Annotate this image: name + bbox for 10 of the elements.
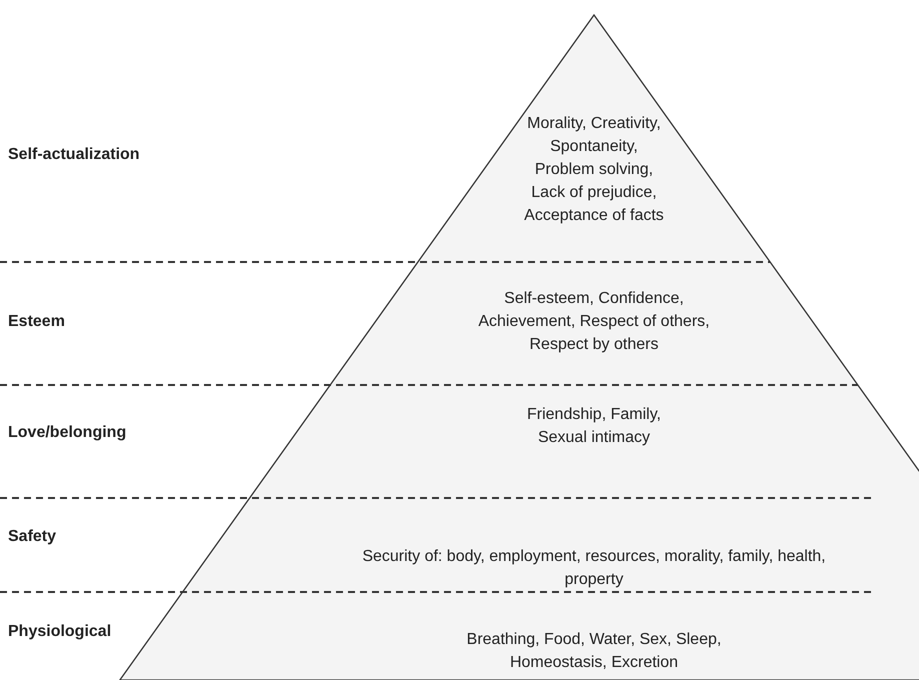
tier-description: Breathing, Food, Water, Sex, Sleep, Homeostasis, Excretion <box>466 630 722 673</box>
tier-label: Love/belonging <box>8 424 126 442</box>
tier-description: Friendship, Family, Sexual intimacy <box>526 405 662 448</box>
tier-description: Security of: body, employment, resources, morality, family, health, property <box>361 547 827 590</box>
tier-label: Esteem <box>8 313 65 331</box>
tier-label: Safety <box>8 528 56 546</box>
tier-description: Self-esteem, Confidence, Achievement, Respect of others, Respect by others <box>477 289 711 355</box>
tier-label: Physiological <box>8 623 112 641</box>
tier-label: Self-actualization <box>8 146 140 164</box>
tier-description: Morality, Creativity, Spontaneity, Problem solving, Lack of prejudice, Acceptance of facts <box>523 114 665 226</box>
